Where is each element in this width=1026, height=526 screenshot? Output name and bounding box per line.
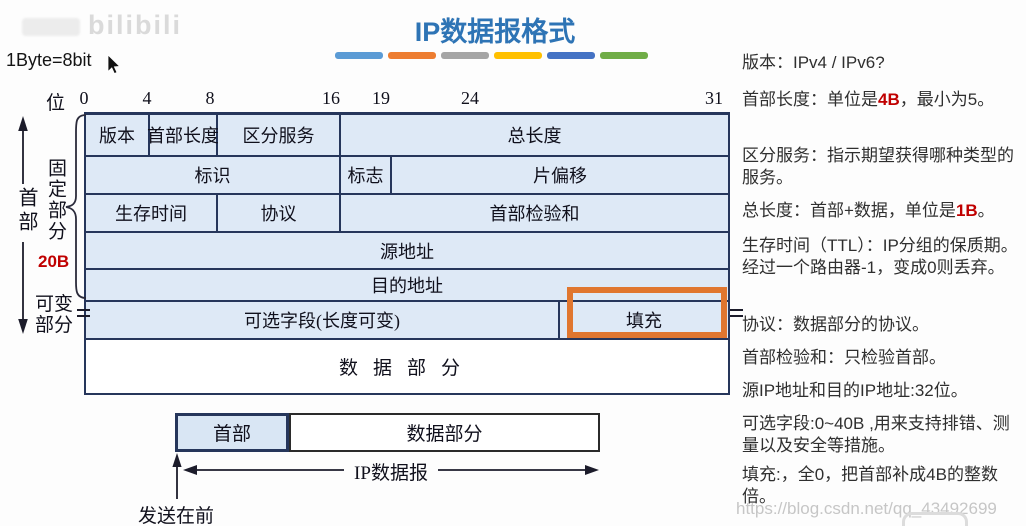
note-dscp: 区分服务：指示期望获得哪种类型的服务。: [742, 146, 1014, 187]
note-options: 可选字段:0~40B ,用来支持排错、测量以及安全等措施。: [742, 414, 1010, 455]
mouse-cursor-icon: [107, 54, 121, 75]
field-fragment-offset: 片偏移: [392, 157, 730, 195]
label-fixed-part: 固定部分: [45, 158, 66, 242]
field-destination-address: 目的地址: [86, 270, 730, 302]
arrowhead-up-icon: [18, 116, 28, 131]
field-total-length: 总长度: [341, 115, 730, 157]
accent-dash: [441, 52, 489, 59]
arrowhead-down-icon: [18, 319, 28, 334]
field-ttl: 生存时间: [86, 195, 218, 233]
note-checksum: 首部检验和：只检验首部。: [742, 348, 946, 367]
bit-unit-label: 位: [46, 93, 66, 114]
bottom-data-box: 数据部分: [289, 413, 600, 452]
field-protocol: 协议: [218, 195, 341, 233]
note-protocol: 协议：数据部分的协议。: [742, 315, 929, 334]
arrowhead-right-icon: [585, 465, 599, 475]
faint-watermark-blob: [22, 18, 80, 36]
csdn-logo-watermark: [902, 512, 968, 526]
label-variable-part: 可变部分: [34, 294, 73, 336]
note-addresses: 源IP地址和目的IP地址:32位。: [742, 381, 968, 400]
arrowhead-left-icon: [183, 465, 197, 475]
field-flags: 标志: [341, 157, 392, 195]
bit-tick-31: 31: [705, 88, 723, 108]
padding-highlight-box: [567, 287, 727, 338]
ip-datagram-span-label: IP数据报: [354, 463, 428, 484]
field-dscp: 区分服务: [218, 115, 341, 157]
accent-dash: [494, 52, 542, 59]
accent-dash: [335, 52, 383, 59]
bilibili-watermark: bilibili: [88, 10, 182, 40]
field-options: 可选字段(长度可变): [86, 302, 560, 340]
bit-tick-4: 4: [142, 88, 152, 108]
byte-equivalence-note: 1Byte=8bit: [6, 50, 92, 70]
accent-dash: [547, 52, 595, 59]
bit-tick-16: 16: [322, 88, 340, 108]
bit-tick-24: 24: [461, 88, 479, 108]
field-header-checksum: 首部检验和: [341, 195, 730, 233]
field-source-address: 源地址: [86, 233, 730, 270]
bit-tick-19: 19: [372, 88, 390, 108]
send-first-label: 发送在前: [138, 506, 215, 526]
field-header-length: 首部长度: [147, 115, 219, 157]
bottom-header-box: 首部: [175, 413, 289, 452]
page-title: IP数据报格式: [414, 17, 576, 47]
note-ttl: 生存时间（TTL）：IP分组的保质期。经过一个路由器-1，变成0则丢弃。: [742, 236, 1018, 277]
label-header-vertical: 首部: [15, 187, 37, 235]
bit-tick-8: 8: [205, 88, 215, 108]
accent-dash: [600, 52, 648, 59]
ip-header-table: 版本 首部长度 区分服务 总长度 标识 标志 片偏移 生存时间 协议 首部检验和…: [84, 112, 730, 395]
field-version: 版本: [86, 115, 150, 157]
label-fixed-size-20b: 20B: [38, 252, 70, 271]
note-version: 版本：IPv4 / IPv6?: [742, 53, 885, 72]
field-data-part: 数据部分: [86, 340, 730, 395]
accent-dash: [388, 52, 436, 59]
note-total-length: 总长度：首部+数据，单位是1B。: [742, 201, 995, 220]
field-identification: 标识: [86, 157, 341, 195]
arrowhead-up-small-icon: [172, 453, 182, 467]
note-header-length: 首部长度：单位是4B，最小为5。: [742, 90, 995, 109]
bit-tick-0: 0: [79, 88, 89, 108]
note-padding: 填充:，全0，把首部补成4B的整数倍。: [742, 465, 998, 506]
title-accent-dashes: [335, 52, 648, 59]
